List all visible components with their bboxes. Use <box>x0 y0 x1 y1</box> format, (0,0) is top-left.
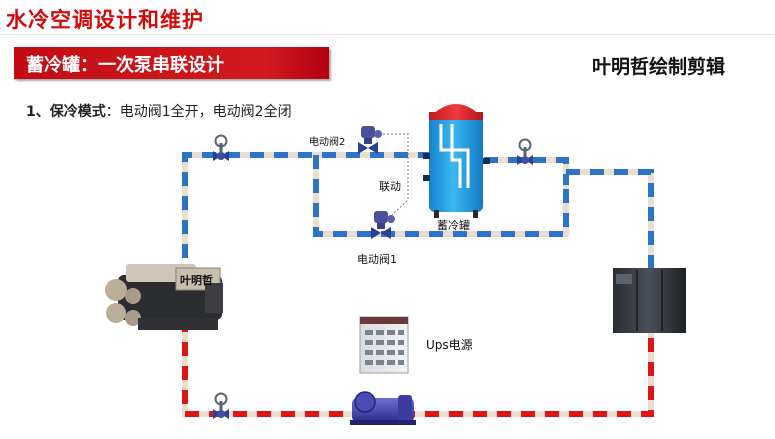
banner-title: 蓄冷罐：一次泵串联设计 <box>26 55 224 76</box>
manual-valve-right-supply <box>517 138 533 165</box>
precision-ac-cabinet <box>613 268 686 333</box>
ups-cabinet <box>359 316 409 374</box>
storage-tank <box>423 104 490 218</box>
blue-pipe-loop <box>182 152 654 270</box>
mode-text: 电动阀1全开，电动阀2全闭 <box>119 104 292 120</box>
valve2-label: 电动阀2 <box>309 135 345 148</box>
linkage-line <box>383 133 409 216</box>
chiller-brand-label: 叶明哲 <box>180 273 213 287</box>
chiller-unit <box>105 264 223 330</box>
mode-separator: ： <box>105 104 120 120</box>
electric-valve-1 <box>371 211 395 239</box>
title-divider <box>0 34 775 35</box>
pipe-network <box>182 152 654 417</box>
main-title: 水冷空调设计和维护 <box>6 8 204 32</box>
manual-valve-return <box>213 392 229 419</box>
mode-heading: 1、保冷模式 <box>26 104 106 120</box>
mode-description: 1、保冷模式：电动阀1全开，电动阀2全闭 <box>26 101 292 121</box>
electric-valve-2 <box>358 126 382 154</box>
tank-label: 蓄冷罐 <box>437 219 470 232</box>
author-credit: 叶明哲绘制剪辑 <box>591 56 725 78</box>
manual-valve-left-supply <box>213 134 229 161</box>
linkage-label: 联动 <box>379 180 401 193</box>
ups-label: Ups电源 <box>426 338 473 352</box>
red-pipe-loop <box>182 318 654 417</box>
valve1-label: 电动阀1 <box>357 252 397 266</box>
section-banner: 蓄冷罐：一次泵串联设计 <box>14 47 329 79</box>
water-pump <box>350 391 416 425</box>
